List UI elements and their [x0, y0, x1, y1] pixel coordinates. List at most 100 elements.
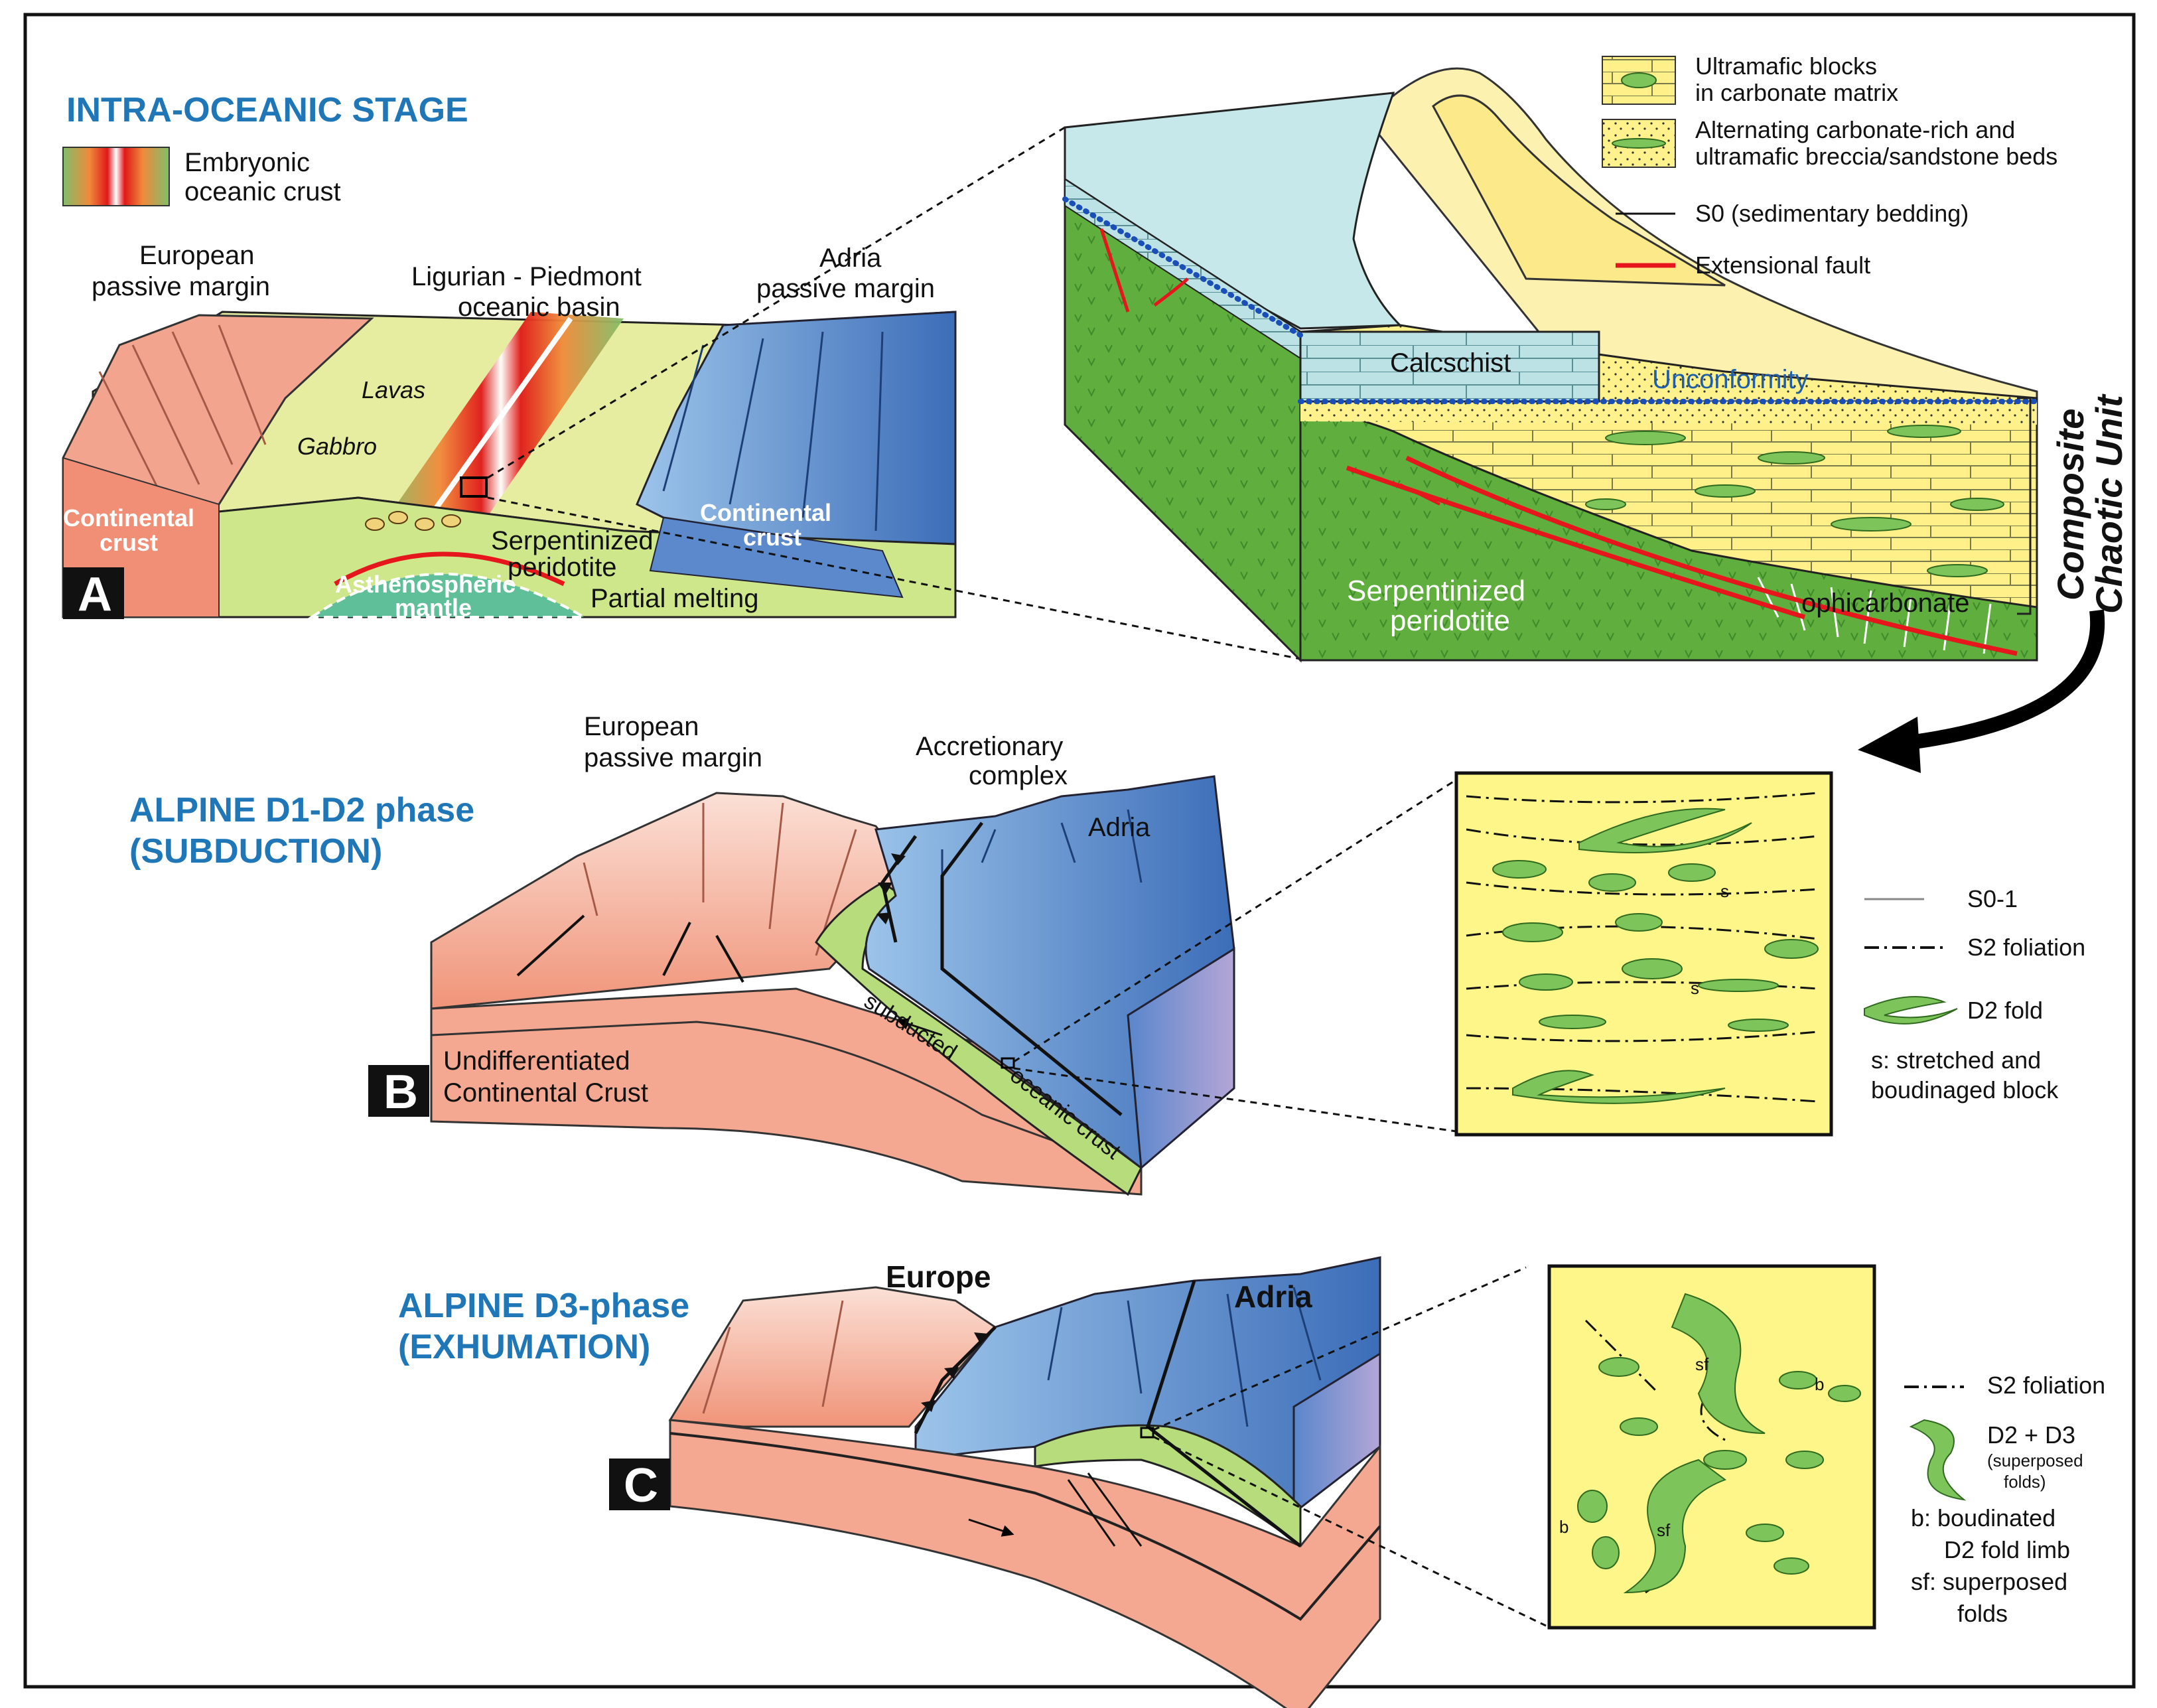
- legend-c-s2-label: S2 foliation: [1987, 1372, 2105, 1399]
- inset-c-folds: [1577, 1293, 1861, 1594]
- inset-b: s s: [1454, 771, 1833, 1137]
- calcschist-front: [1299, 330, 1600, 403]
- main-thrust-b: [940, 821, 1123, 1116]
- european-margin-label-2: passive margin: [92, 272, 270, 301]
- stage-b-title-1: ALPINE D1-D2 phase: [129, 791, 474, 829]
- oceanic-basin-label-1: Ligurian - Piedmont: [411, 262, 642, 291]
- crust-lower-band: [431, 1021, 1129, 1169]
- detail-block: Calcschist Unconformity Serpentinized pe…: [1062, 67, 2130, 663]
- curved-arrow-detail-to-b: [1903, 609, 2105, 750]
- legend-fault-label: Extensional fault: [1695, 251, 1870, 279]
- panel-c-letter-box: [609, 1459, 670, 1510]
- panel-a-letter-box: [63, 567, 124, 619]
- inset-b-blocks: [1492, 808, 1819, 1104]
- legend-c-sf-label-2: folds: [1957, 1600, 2008, 1627]
- stage-c-title-2: (EXHUMATION): [398, 1328, 650, 1366]
- accretionary-complex-label-1: Accretionary: [916, 732, 1063, 761]
- ophicarbonate-label: ophicarbonate: [1801, 589, 1970, 618]
- continental-crust-right-label-2: crust: [743, 524, 801, 551]
- serpentinized-peridotite-label-1: Serpentinized: [491, 526, 654, 555]
- panel-b: ALPINE D1-D2 phase (SUBDUCTION) European…: [129, 712, 1235, 1196]
- panel-c-letter: C: [624, 1459, 658, 1512]
- connector-b-inset-bottom: [1013, 1067, 1457, 1133]
- oceanic-crust-strip: [378, 312, 624, 531]
- fault-small-1: [1099, 228, 1130, 313]
- connector-c-inset-bottom: [1152, 1435, 1547, 1627]
- legend-ultramafic-label-2: in carbonate matrix: [1695, 79, 1898, 106]
- legend-c-sf-label-1: sf: superposed: [1911, 1568, 2067, 1595]
- european-margin-top-b: [430, 792, 917, 1010]
- exhumation-arrow-c: [968, 1518, 1014, 1537]
- legend-alternating-label-2: ultramafic breccia/sandstone beds: [1695, 143, 2057, 170]
- composite-unit-brace: [2017, 397, 2032, 615]
- legend-b-s01-label: S0-1: [1967, 885, 2018, 912]
- stage-a-title: INTRA-OCEANIC STAGE: [66, 91, 468, 129]
- undifferentiated-crust-label-2: Continental Crust: [443, 1078, 648, 1107]
- fault-slip-arrow: [1399, 483, 1440, 506]
- embryonic-legend-swatch: [62, 147, 170, 206]
- undifferentiated-crust-label-1: Undifferentiated: [443, 1046, 630, 1076]
- embryonic-legend-label-1: Embryonic: [184, 148, 310, 177]
- partial-melting-label: Partial melting: [591, 584, 758, 613]
- stage-c-title-1: ALPINE D3-phase: [398, 1287, 689, 1325]
- front-face-c: [669, 1419, 1381, 1708]
- european-margin-b-label-1: European: [584, 712, 699, 741]
- panel-b-letter: B: [383, 1066, 418, 1119]
- detail-serpentinite-label-1: Serpentinized: [1347, 575, 1525, 607]
- connector-a-detail-bottom: [487, 496, 1308, 662]
- thrust-europe-adria: [914, 1326, 997, 1435]
- legend-c-fold-sub-2: folds): [2004, 1472, 2046, 1492]
- inset-b-s-label-1: s: [1720, 881, 1729, 901]
- europe-label: Europe: [886, 1259, 991, 1294]
- legend-alternating-label-1: Alternating carbonate-rich and: [1695, 116, 2015, 143]
- adria-c-label: Adria: [1234, 1279, 1312, 1314]
- detail-serpentinite-label-2: peridotite: [1390, 605, 1510, 637]
- embryonic-legend-label-2: oceanic crust: [184, 177, 341, 206]
- connector-a-detail-top: [487, 126, 1066, 479]
- adria-front-face-b: [1127, 947, 1235, 1171]
- panel-a: INTRA-OCEANIC STAGE Embryonic oceanic cr…: [62, 91, 957, 621]
- asthenospheric-mantle-label-2: mantle: [395, 594, 472, 621]
- detail-location-box-a: [460, 476, 488, 498]
- stage-b-title-2: (SUBDUCTION): [129, 832, 382, 871]
- asthenospheric-mantle: [307, 573, 589, 618]
- inset-b-s-label-2: s: [1691, 978, 1699, 998]
- continental-crust-right-face: [649, 516, 904, 599]
- unconformity-line: [1062, 196, 2040, 404]
- composite-chaotic-unit-label-2: Chaotic Unit: [2088, 393, 2130, 614]
- gabbro-bodies: [365, 511, 461, 531]
- accretionary-complex-label-2: complex: [969, 761, 1068, 790]
- legend-bedding-label: S0 (sedimentary bedding): [1695, 200, 1969, 227]
- unconformity-label: Unconformity: [1652, 365, 1809, 394]
- lower-crust-band-c: [669, 1432, 1381, 1621]
- legend-c-fold-label: D2 + D3: [1987, 1421, 2075, 1449]
- inset-c: sf sf b b: [1547, 1264, 1876, 1630]
- calcschist-label: Calcschist: [1390, 348, 1511, 378]
- continental-crust-left-label-2: crust: [100, 529, 158, 556]
- inset-c-sf-label-1: sf: [1695, 1354, 1709, 1374]
- gabbro-label: Gabbro: [297, 433, 377, 460]
- asthenospheric-mantle-label-1: Asthenospheric: [335, 571, 516, 598]
- inset-c-b-label-2: b: [1559, 1517, 1568, 1537]
- exhumed-oceanic-wedge: [1034, 1424, 1302, 1549]
- extensional-fault-1: [1346, 465, 1806, 620]
- detail-location-box-b: [1001, 1057, 1015, 1069]
- adria-margin-label-2: passive margin: [756, 274, 935, 303]
- european-margin-label-1: European: [139, 241, 254, 270]
- figure-frame: [23, 13, 2136, 1689]
- panel-a-letter: A: [78, 568, 112, 621]
- curved-arrow-head: [1858, 717, 1921, 773]
- connector-c-inset-top: [1152, 1266, 1527, 1431]
- subduction-arrow-b: [896, 1018, 943, 1036]
- continental-crust-left-label-1: Continental: [63, 504, 194, 532]
- adria-b-label: Adria: [1088, 813, 1150, 842]
- legend-b-fold-swatch: [1864, 996, 1958, 1025]
- fault-small-2: [1153, 277, 1189, 307]
- legend-b-s2-label: S2 foliation: [1967, 934, 2085, 961]
- partial-melting-line: [334, 551, 565, 587]
- extensional-fault-2: [1405, 455, 2018, 656]
- legend-c-fold-swatch: [1909, 1419, 1967, 1501]
- sediment-sheet-back-1: [1365, 67, 2038, 413]
- composite-chaotic-unit-label-1: Composite: [2050, 409, 2091, 601]
